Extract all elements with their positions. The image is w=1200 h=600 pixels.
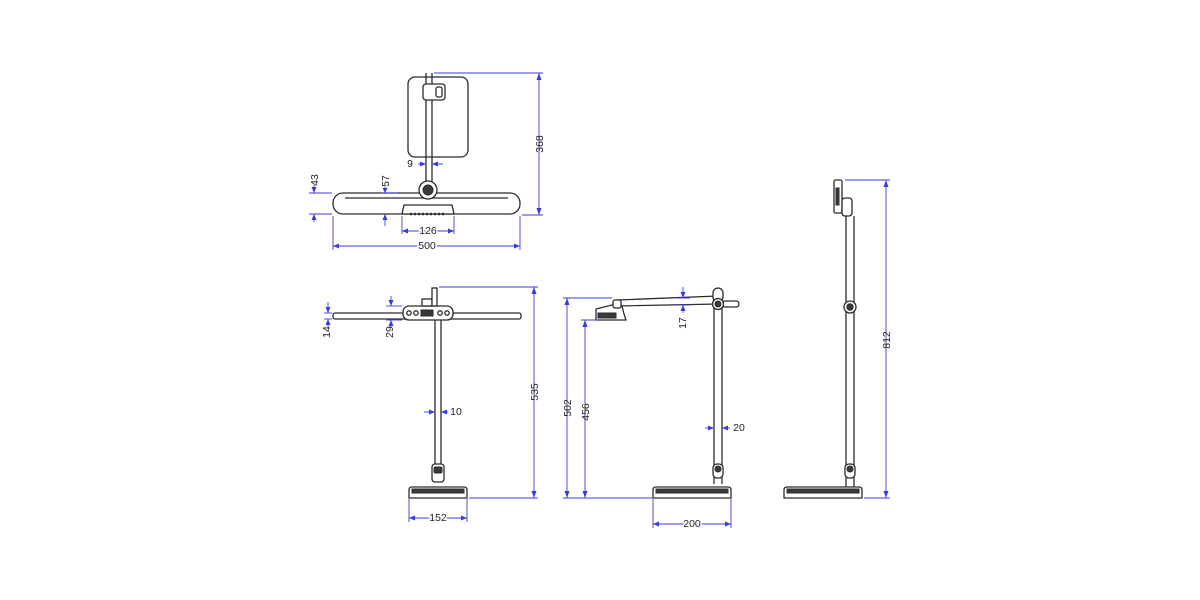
top-view-dimensions: 368 9 43 57 126 500: [309, 72, 546, 254]
side-view-dimensions: 502 456 17 20 200: [562, 287, 745, 532]
dim-10-label: 10: [450, 406, 462, 418]
dim-10-arrow-left: [429, 409, 435, 415]
dim-43-arrow-top: [311, 187, 317, 193]
dim-126-label: 126: [419, 225, 437, 237]
front-view: [332, 287, 522, 499]
dim-502-arrow-top: [564, 298, 570, 305]
dim-152-label: 152: [429, 512, 447, 524]
front-view-clamp: [431, 287, 438, 307]
dim-368-arrow-top: [536, 73, 542, 80]
dim-57-arrow-top: [382, 188, 388, 193]
dim-456-label: 456: [580, 403, 592, 421]
front-view-dimensions: 535 14 29 10 152: [321, 286, 541, 526]
dim-368-arrow-bottom: [536, 208, 542, 215]
upright-view-hinge-core: [846, 303, 854, 311]
dim-20-arrow-right: [722, 425, 728, 431]
side-view-hinge-core: [714, 300, 722, 308]
front-view-button-3: [437, 310, 443, 316]
dim-535-label: 535: [529, 383, 541, 401]
dim-500-label: 500: [418, 240, 436, 252]
dim-29-label: 29: [384, 326, 396, 338]
dim-9-arrow-left: [420, 161, 426, 167]
dim-29-arrow-bottom: [388, 320, 394, 326]
top-view-clamp: [422, 83, 446, 101]
dim-17-label: 17: [677, 317, 689, 329]
upright-view-base-top: [786, 488, 860, 494]
dim-200-arrow-left: [653, 521, 659, 527]
dim-812-arrow-bottom: [883, 491, 889, 498]
side-view-arm: [617, 295, 719, 307]
dim-535-arrow-top: [531, 287, 537, 294]
upright-view-dimensions: 812: [845, 179, 893, 499]
dim-502-arrow-bottom: [564, 491, 570, 498]
front-view-button-2: [413, 310, 419, 316]
upright-view-head-joint: [841, 197, 853, 217]
front-view-button-4: [444, 310, 450, 316]
dim-200-arrow-right: [725, 521, 731, 527]
top-view-clamp-knob: [435, 86, 443, 98]
side-view-base-top: [655, 488, 729, 494]
dim-43-arrow-bottom: [311, 214, 317, 220]
dim-43-label: 43: [309, 174, 321, 186]
dim-812-arrow-top: [883, 180, 889, 187]
front-view-button-1: [406, 310, 412, 316]
dim-17-arrow-top: [680, 292, 686, 298]
dim-200-label: 200: [683, 518, 701, 530]
dim-57-arrow-bottom: [382, 214, 388, 220]
dim-535-arrow-bottom: [531, 491, 537, 498]
dim-126-arrow-left: [402, 228, 408, 234]
side-view-tail: [721, 300, 740, 308]
dim-17-arrow-bottom: [680, 305, 686, 311]
front-view-joint-dark: [433, 466, 443, 474]
dim-10-arrow-right: [441, 409, 447, 415]
front-view-neck: [421, 298, 433, 307]
dim-812-label: 812: [881, 331, 893, 349]
dim-500-arrow-left: [333, 243, 339, 249]
side-view-head-joint: [612, 299, 622, 309]
front-view-base-top: [411, 488, 465, 494]
dim-57-label: 57: [380, 175, 392, 187]
front-view-display: [420, 309, 434, 317]
upright-view-head-dark: [835, 187, 840, 206]
top-view-hinge-core: [422, 184, 434, 196]
upright-view: [783, 179, 863, 499]
dim-456-arrow-top: [582, 320, 588, 327]
dim-14-arrow-top: [325, 307, 331, 313]
dim-502-label: 502: [562, 399, 574, 417]
dim-126-arrow-right: [448, 228, 454, 234]
dim-29-arrow-top: [388, 300, 394, 306]
upright-view-joint-core: [846, 465, 854, 473]
dim-152-arrow-right: [461, 515, 467, 521]
dim-20-label: 20: [733, 422, 745, 434]
top-view: [332, 73, 521, 216]
dim-14-arrow-bottom: [325, 319, 331, 325]
dim-9-arrow-right: [432, 161, 438, 167]
dim-456-arrow-bottom: [582, 491, 588, 498]
dim-14-label: 14: [321, 326, 333, 338]
dim-368-label: 368: [534, 135, 546, 153]
dim-20-arrow-left: [708, 425, 714, 431]
dim-9-label: 9: [407, 158, 413, 170]
side-view: [595, 287, 740, 499]
dim-500-arrow-right: [514, 243, 520, 249]
side-view-joint-core: [714, 465, 722, 473]
top-view-head: [401, 204, 455, 215]
dim-152-arrow-left: [409, 515, 415, 521]
side-view-head-dark: [597, 312, 617, 319]
